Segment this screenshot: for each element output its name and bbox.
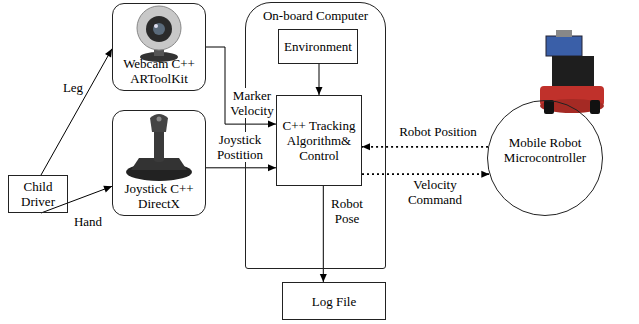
connector-line xyxy=(362,146,488,148)
edge-label: Leg xyxy=(62,80,84,95)
edge-label: Joystick Postition xyxy=(210,132,270,162)
node-text: Mobile Robot Microcontroller xyxy=(502,135,588,165)
connector xyxy=(316,64,323,95)
arrow-head xyxy=(268,164,276,171)
edge-label: Marker Velocity xyxy=(229,88,275,118)
actor-box: Child Driver xyxy=(8,175,68,213)
connector xyxy=(206,164,276,171)
edge-label: Velocity Command xyxy=(395,177,475,207)
node-text: Log File xyxy=(312,294,356,309)
robot-circle: Mobile Robot Microcontroller xyxy=(487,100,603,216)
device-box: Joystick C++ DirectX xyxy=(112,110,206,216)
arrow-head xyxy=(105,49,112,58)
node-text: Webcam C++ ARToolKit xyxy=(117,56,201,86)
connector xyxy=(320,186,327,282)
joystick-picture xyxy=(126,114,192,181)
connector-line xyxy=(323,186,324,282)
container-heading: On-board Computer xyxy=(263,8,368,23)
connector-line xyxy=(206,167,276,168)
connector-line xyxy=(41,49,112,175)
edge-label: Robot Position xyxy=(390,124,486,139)
edge-label: Robot Pose xyxy=(327,196,367,226)
robot-picture xyxy=(540,30,604,114)
node-text: Child Driver xyxy=(13,179,63,209)
connector xyxy=(41,49,112,175)
device-box: Webcam C++ ARToolKit xyxy=(112,3,206,91)
process-box: Environment xyxy=(278,29,358,64)
arrow-head xyxy=(481,171,489,178)
connector xyxy=(362,143,488,150)
arrow-head xyxy=(268,121,276,128)
webcam-picture xyxy=(137,6,181,62)
node-text: Environment xyxy=(284,39,352,54)
edge-label: Hand xyxy=(72,214,104,229)
connector-line xyxy=(206,47,276,124)
arrow-head xyxy=(320,274,327,282)
connector xyxy=(206,47,276,128)
arrow-head xyxy=(362,143,370,150)
arrow-head xyxy=(103,186,112,193)
node-text: C++ Tracking Algorithm& Control xyxy=(281,118,357,163)
node-text: Joystick C++ DirectX xyxy=(117,181,201,211)
arrow-head xyxy=(316,87,323,95)
connector-line xyxy=(362,173,489,175)
process-box: C++ Tracking Algorithm& Control xyxy=(276,95,362,186)
file-box: Log File xyxy=(282,282,386,320)
